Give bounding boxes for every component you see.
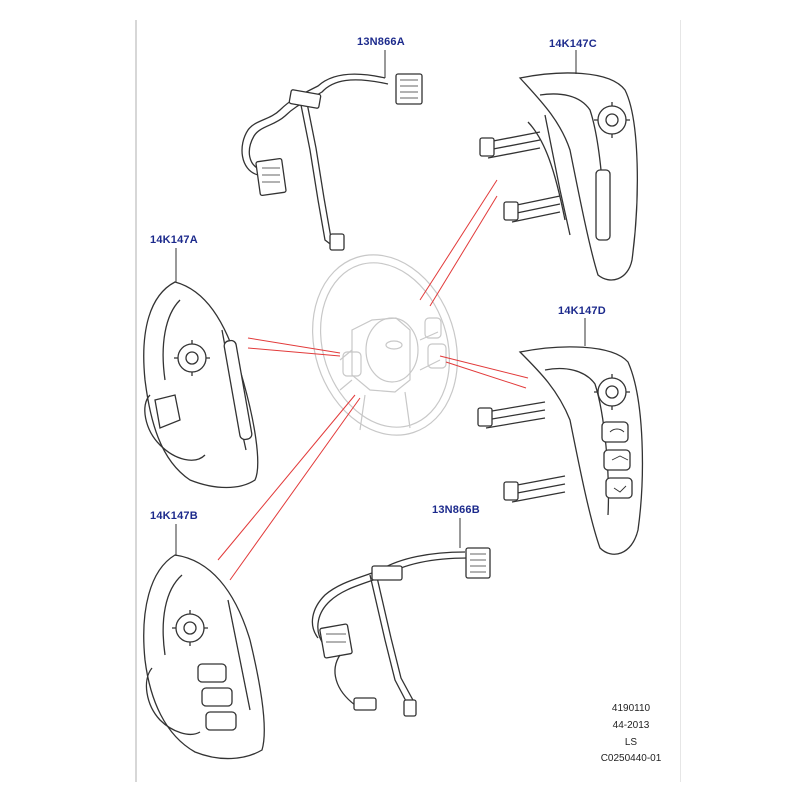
switch-pack-c — [479, 72, 638, 281]
callout-ticks — [175, 50, 586, 556]
steering-wheel-outline — [312, 254, 458, 436]
callout-13n866b: 13N866B — [432, 504, 480, 516]
switch-pack-a — [143, 281, 259, 489]
callout-14k147a: 14K147A — [150, 234, 198, 246]
callout-13n866a: 13N866A — [357, 36, 405, 48]
switch-pack-b — [143, 554, 266, 760]
callout-14k147c: 14K147C — [549, 38, 597, 50]
model-code: LS — [624, 737, 638, 748]
wiring-harness-b — [311, 547, 491, 717]
illustration-number: 4190110 — [611, 703, 651, 714]
wiring-harness-a — [241, 73, 423, 251]
leader-lines — [217, 179, 529, 581]
switch-pack-d — [477, 346, 644, 555]
callout-14k147d: 14K147D — [558, 305, 606, 317]
date-code: 44-2013 — [612, 720, 650, 731]
callout-14k147b: 14K147B — [150, 510, 198, 522]
catalogue-reference: C0250440-01 — [600, 753, 662, 764]
